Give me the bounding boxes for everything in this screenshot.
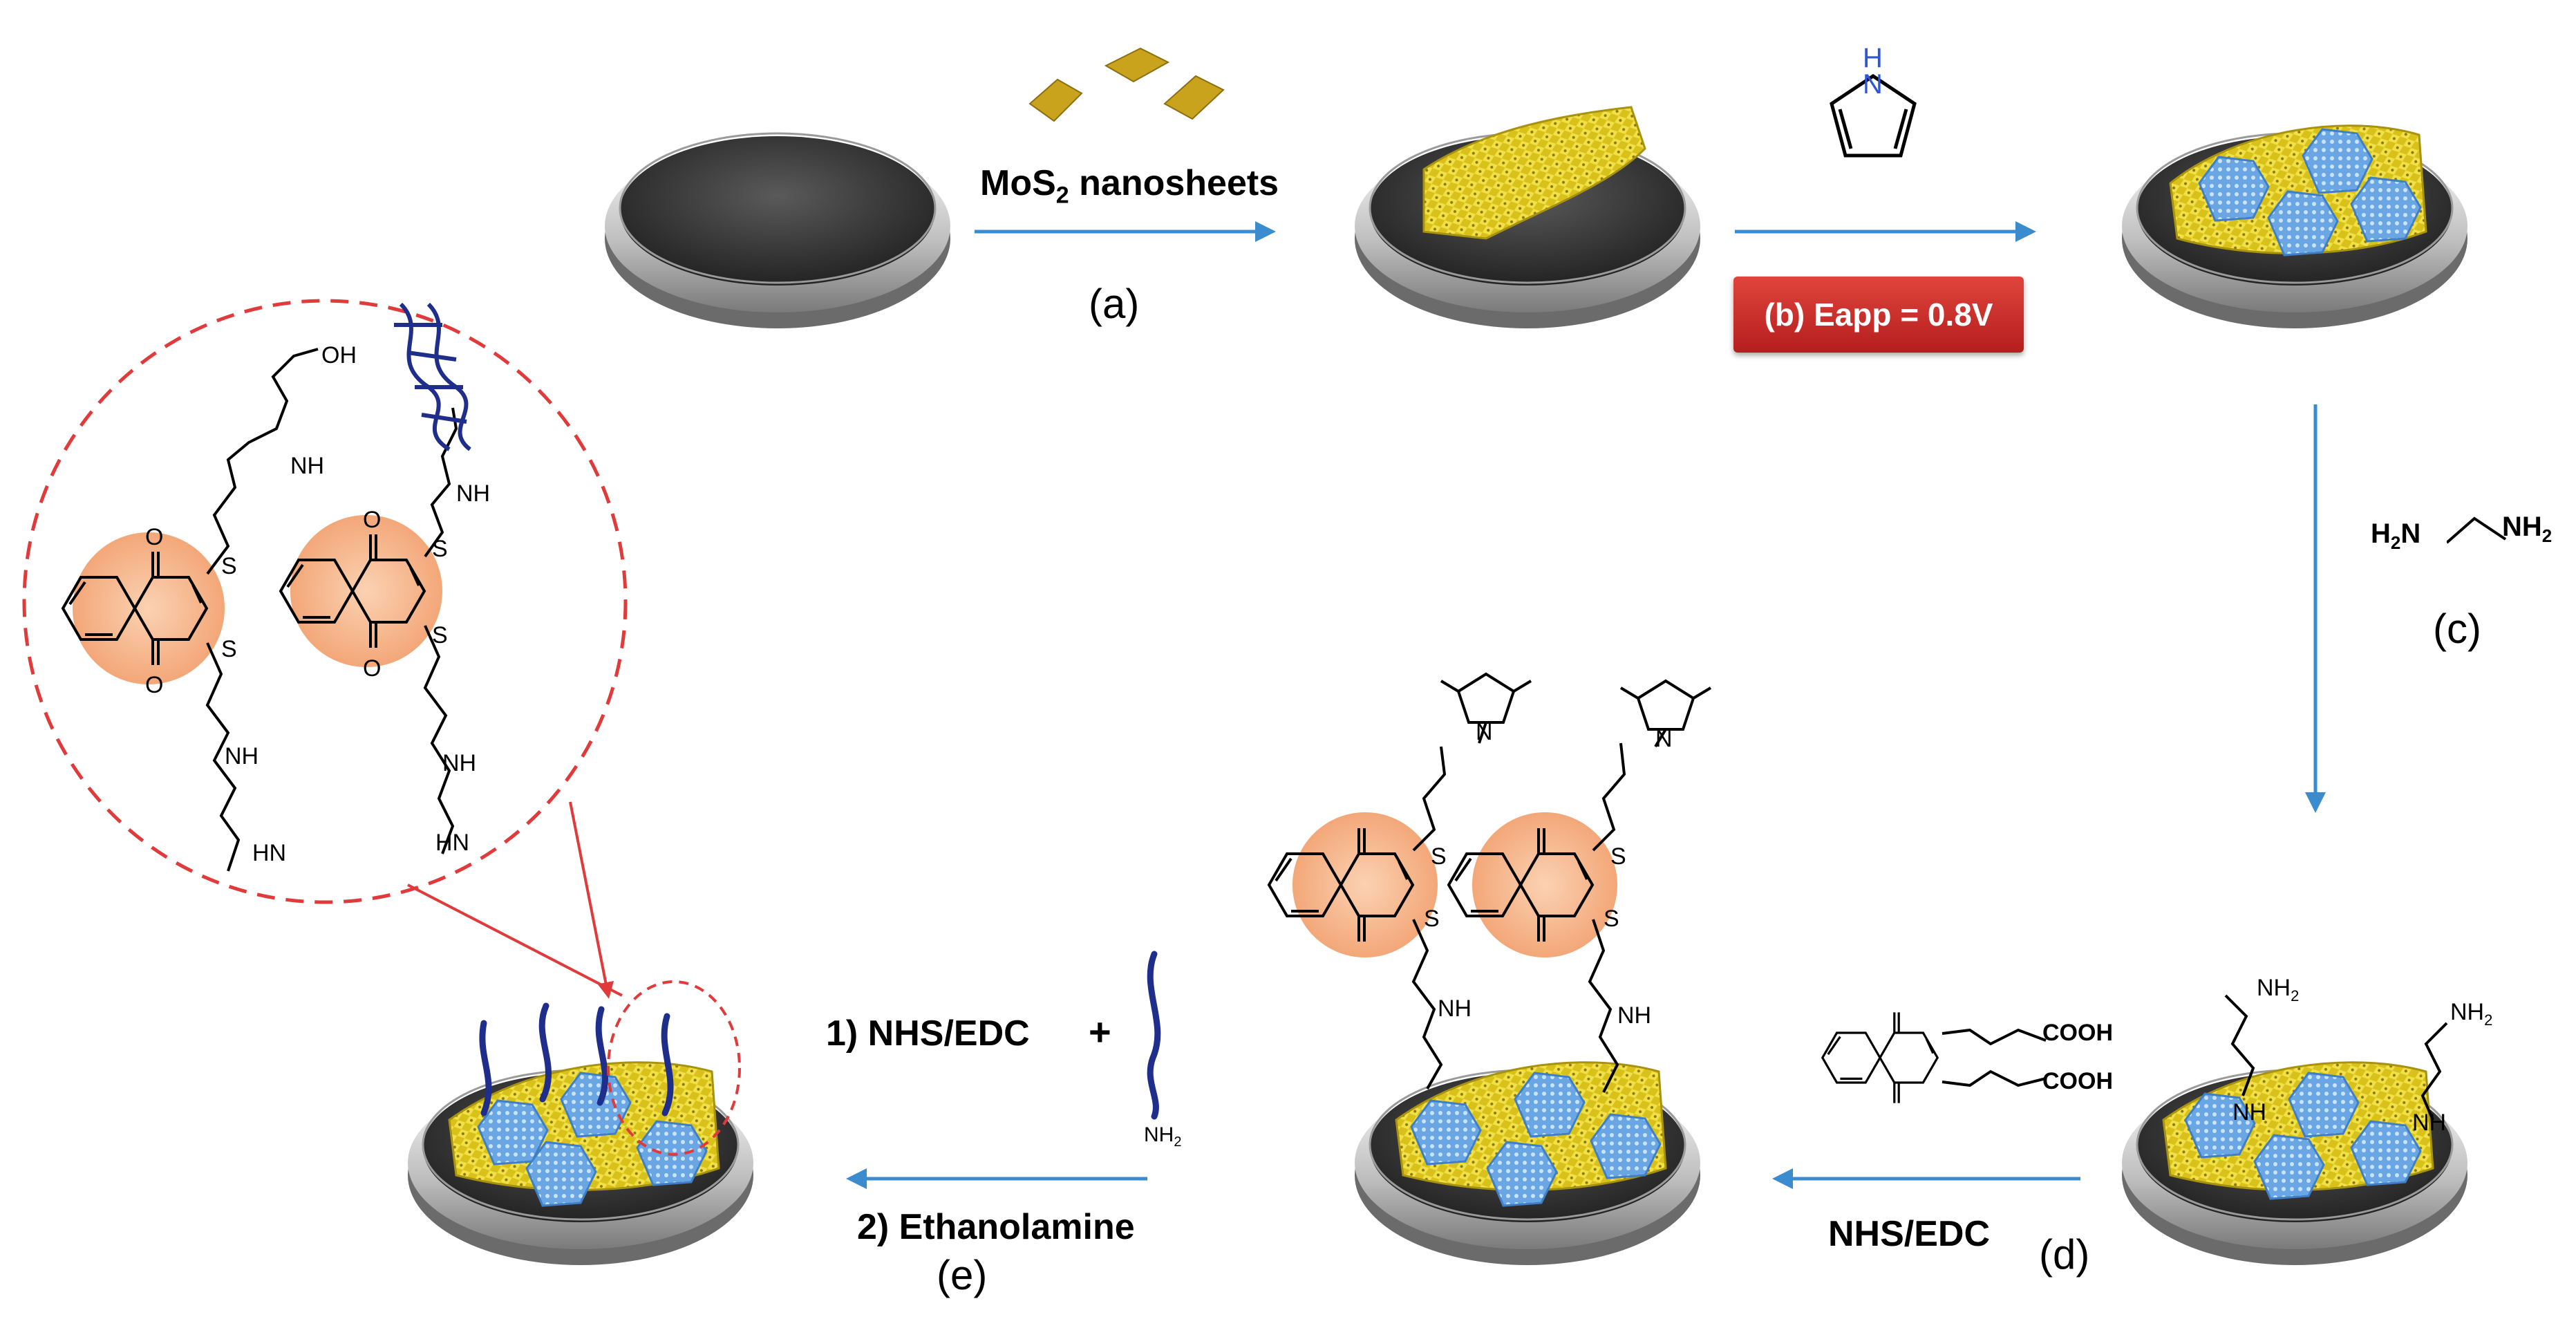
inset-highlight-1 — [73, 532, 225, 684]
dna-reagent-icon — [1147, 951, 1161, 1120]
dna-nh2-label: NH2 — [1144, 1123, 1182, 1150]
step-a-reagent: MoS2 nanosheets — [980, 163, 1279, 209]
cooh-label-2: COOH — [2042, 1068, 2113, 1094]
amine-label-1: NH2 — [2257, 975, 2300, 1004]
inset-o-label-4: O — [363, 655, 382, 682]
inset-s-label-4: S — [432, 622, 448, 648]
amine-nh-label-1: NH — [2232, 1099, 2267, 1125]
inset-o-label-3: O — [363, 507, 382, 533]
cooh-label-1: COOH — [2042, 1020, 2113, 1046]
mos2-sheet — [1422, 106, 1646, 240]
nq-s-label-4: S — [1604, 906, 1619, 932]
step-b-box: (b) Eapp = 0.8V — [1733, 277, 2024, 353]
nq-s-label-3: S — [1610, 843, 1626, 870]
inset-highlight-2 — [290, 515, 442, 667]
inset-o-label-2: O — [145, 672, 164, 698]
amine-linker-1 — [2224, 994, 2255, 1096]
ethylenediamine-left: H2N — [2371, 518, 2421, 553]
nq-s-label-1: S — [1431, 843, 1447, 870]
pyrrole-structure — [1830, 73, 1917, 158]
nq-linkers-d — [1411, 742, 1626, 1093]
nq-acid-chains — [1942, 1028, 2047, 1087]
mos2-flakes-icon — [1028, 47, 1225, 122]
inset-nh-label-4: NH — [456, 480, 491, 507]
amine-label-2: NH2 — [2450, 999, 2493, 1029]
pyrrole-n-label: N — [1863, 69, 1883, 100]
step-c-label: (c) — [2433, 606, 2481, 652]
inset-s-label-2: S — [221, 636, 237, 662]
amine-linker-2 — [2420, 1022, 2448, 1121]
nq-nh-label-1: NH — [1438, 995, 1472, 1022]
electrode-bare — [603, 132, 952, 330]
inset-dna-strand — [394, 302, 471, 451]
inset-s-label-3: S — [432, 536, 448, 562]
electrode-mos2-ppy — [2121, 124, 2469, 330]
nq-nh-label-2: NH — [1617, 1002, 1652, 1029]
electrode-nq — [1353, 1061, 1702, 1266]
step-d-reagent: NHS/EDC — [1828, 1214, 1991, 1254]
zoom-target-circle — [607, 980, 741, 1156]
dna-probes — [479, 1002, 674, 1116]
ethylenediamine-right: NH2 — [2502, 512, 2553, 546]
zoom-line-1 — [407, 883, 623, 997]
pyrrole-h-label: H — [1863, 43, 1883, 73]
nhs-n-label-2: N — [1655, 726, 1673, 752]
nq-s-label-2: S — [1424, 906, 1440, 932]
step-e-label: (e) — [937, 1252, 988, 1298]
amine-nh-label-2: NH — [2412, 1110, 2447, 1136]
inset-o-label-1: O — [145, 524, 164, 550]
zoom-inset-circle — [22, 299, 628, 904]
step-e-line1: 1) NHS/EDC — [826, 1013, 1030, 1054]
inset-hn-label-2: HN — [435, 830, 470, 856]
electrode-mos2 — [1353, 106, 1702, 330]
zoom-line-2 — [569, 801, 614, 999]
step-e-plus: + — [1089, 1010, 1111, 1054]
step-d-label: (d) — [2039, 1231, 2090, 1278]
electrode-amine — [2121, 1061, 2469, 1266]
nhs-n-label-1: N — [1476, 719, 1493, 745]
inset-oh-label: OH — [321, 342, 357, 368]
electrode-final — [406, 1061, 755, 1266]
step-b-label: (b) Eapp = 0.8V — [1764, 297, 1993, 333]
nq-highlight-1 — [1292, 812, 1438, 957]
inset-nh-label-3: NH — [442, 750, 477, 776]
step-e-line2: 2) Ethanolamine — [857, 1207, 1135, 1247]
nhs-ring-1 — [1440, 672, 1532, 744]
inset-hn-label-1: HN — [252, 840, 287, 866]
ethylenediamine-bonds — [2447, 516, 2507, 544]
inset-s-label-1: S — [221, 553, 237, 579]
nhs-ring-2 — [1619, 679, 1712, 748]
inset-linkers — [205, 348, 458, 872]
step-a-label: (a) — [1089, 281, 1140, 327]
inset-nh-label-2: NH — [225, 743, 259, 769]
inset-nh-label-1: NH — [290, 453, 325, 479]
nq-highlight-2 — [1472, 812, 1617, 957]
nq-acid-reagent — [1821, 1011, 1939, 1105]
